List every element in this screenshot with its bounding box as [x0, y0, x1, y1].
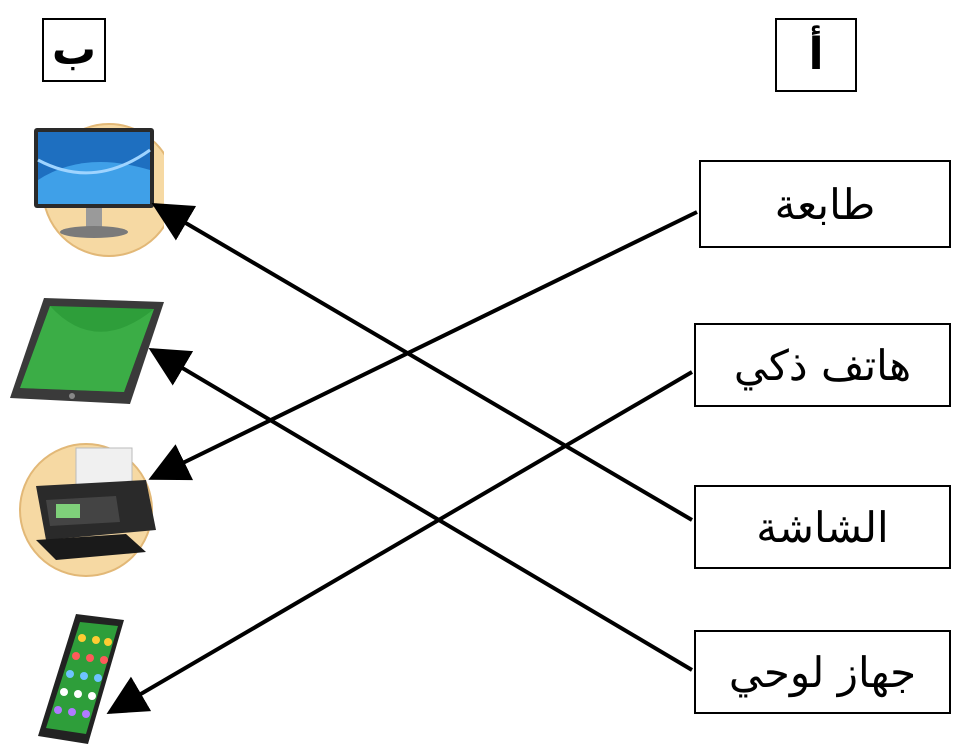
column-header-a: أ — [775, 18, 857, 92]
printer-icon — [19, 443, 156, 577]
column-header-b: ب — [42, 18, 106, 82]
term-smartphone-box[interactable]: هاتف ذكي — [694, 323, 951, 407]
arrow-smartphone — [106, 370, 694, 715]
term-tablet-box[interactable]: جهاز لوحي — [694, 630, 951, 714]
arrow-monitor — [151, 202, 694, 522]
term-printer-box[interactable]: طابعة — [699, 160, 951, 248]
tablet-icon — [10, 298, 164, 404]
arrow-tablet — [148, 347, 694, 672]
arrow-printer — [148, 210, 698, 481]
term-monitor-box[interactable]: الشاشة — [694, 485, 951, 569]
monitor-icon — [34, 123, 164, 257]
smartphone-icon — [38, 614, 124, 744]
